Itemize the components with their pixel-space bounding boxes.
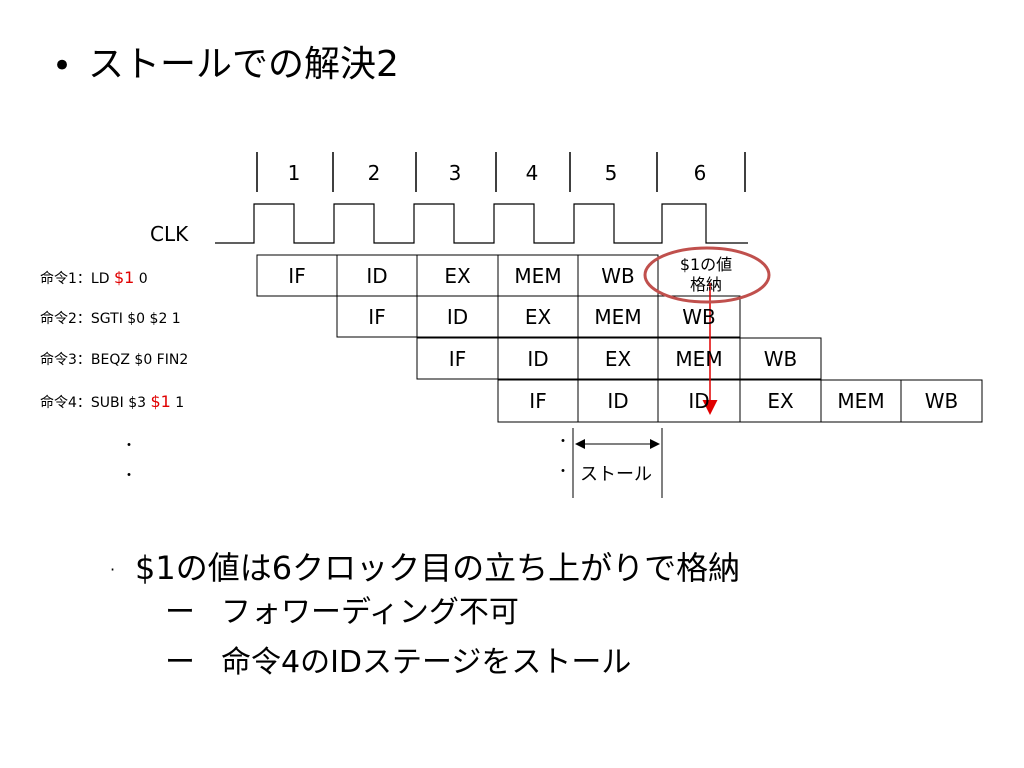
stage-cell: EX: [767, 389, 794, 413]
stage-cell: ID: [527, 347, 549, 371]
stage-cell: ID: [446, 305, 469, 329]
continuation-dot: ・: [122, 468, 136, 484]
note-bullet: ·: [110, 560, 116, 579]
stage-cell: WB: [924, 389, 959, 413]
clk-label: CLK: [150, 222, 189, 246]
stage-cell: IF: [529, 389, 547, 413]
clock-number-2: 2: [367, 161, 381, 185]
store-annotation-line1: $1の値: [679, 255, 733, 274]
pipeline-grid: [256, 254, 983, 423]
continuation-dot: ・: [122, 438, 136, 454]
instruction-3: 命令3：BEQZ $0 FIN2: [40, 350, 188, 370]
clock-number-4: 4: [525, 161, 539, 185]
stage-cell: WB: [682, 305, 716, 329]
note-main: $1の値は6クロック目の立ち上がりで格納: [135, 549, 741, 587]
stage-cell-stalled: ID: [688, 389, 710, 413]
clock-number-6: 6: [693, 161, 707, 185]
store-annotation: $1の値 格納: [660, 255, 752, 295]
clock-header-separators: [256, 152, 746, 192]
stage-cell: EX: [444, 264, 471, 288]
note-sub-2-dash: ー: [165, 645, 195, 680]
stage-cell: EX: [524, 305, 552, 329]
store-highlight-circle: [643, 246, 771, 304]
stage-cell: ID: [607, 389, 629, 413]
clock-number-1: 1: [287, 161, 301, 185]
stage-cell: IF: [288, 264, 306, 288]
note-sub-2-text: 命令4のIDステージをストール: [221, 645, 632, 680]
instruction-4-suffix: 1: [170, 395, 185, 411]
continuation-dot: ・: [556, 434, 570, 450]
instruction-3-text: 命令3：BEQZ $0 FIN2: [40, 352, 189, 368]
clk-waveform: [215, 203, 748, 244]
stage-cell: MEM: [514, 264, 562, 288]
note-sub-2: ー命令4のIDステージをストール: [165, 642, 631, 684]
stage-cell: WB: [601, 264, 635, 288]
title-bullet: •: [52, 46, 73, 86]
stage-cell: IF: [448, 347, 467, 371]
clock-number-3: 3: [448, 161, 462, 185]
instruction-2-text: 命令2：SGTI $0 $2 1: [40, 311, 181, 327]
stage-cell: MEM: [837, 389, 885, 413]
note-sub-1: ーフォワーディング不可: [165, 592, 519, 634]
note-sub-1-text: フォワーディング不可: [221, 595, 519, 630]
clock-number-5: 5: [604, 161, 618, 185]
stage-cell: WB: [763, 347, 798, 371]
slide-title: ストールでの解決2: [88, 44, 399, 85]
instruction-4-register: $1: [150, 392, 171, 411]
continuation-dot: ・: [556, 464, 570, 480]
stall-label: ストール: [580, 464, 652, 485]
store-annotation-line2: 格納: [689, 275, 722, 294]
stage-cell: EX: [604, 347, 632, 371]
instruction-4: 命令4：SUBI $3 $1 1: [40, 392, 184, 413]
instruction-1-register: $1: [113, 268, 135, 287]
stage-cell: ID: [366, 264, 388, 288]
instruction-4-prefix: 命令4：SUBI $3: [40, 395, 151, 411]
instruction-2: 命令2：SGTI $0 $2 1: [40, 309, 181, 329]
instruction-1: 命令1：LD $1 0: [40, 268, 148, 289]
stage-cell: MEM: [594, 305, 642, 329]
note-sub-1-dash: ー: [165, 595, 195, 630]
instruction-1-suffix: 0: [134, 271, 148, 287]
stage-cell: IF: [368, 305, 386, 329]
instruction-1-prefix: 命令1：LD: [40, 271, 114, 287]
stage-cell: MEM: [675, 347, 723, 371]
